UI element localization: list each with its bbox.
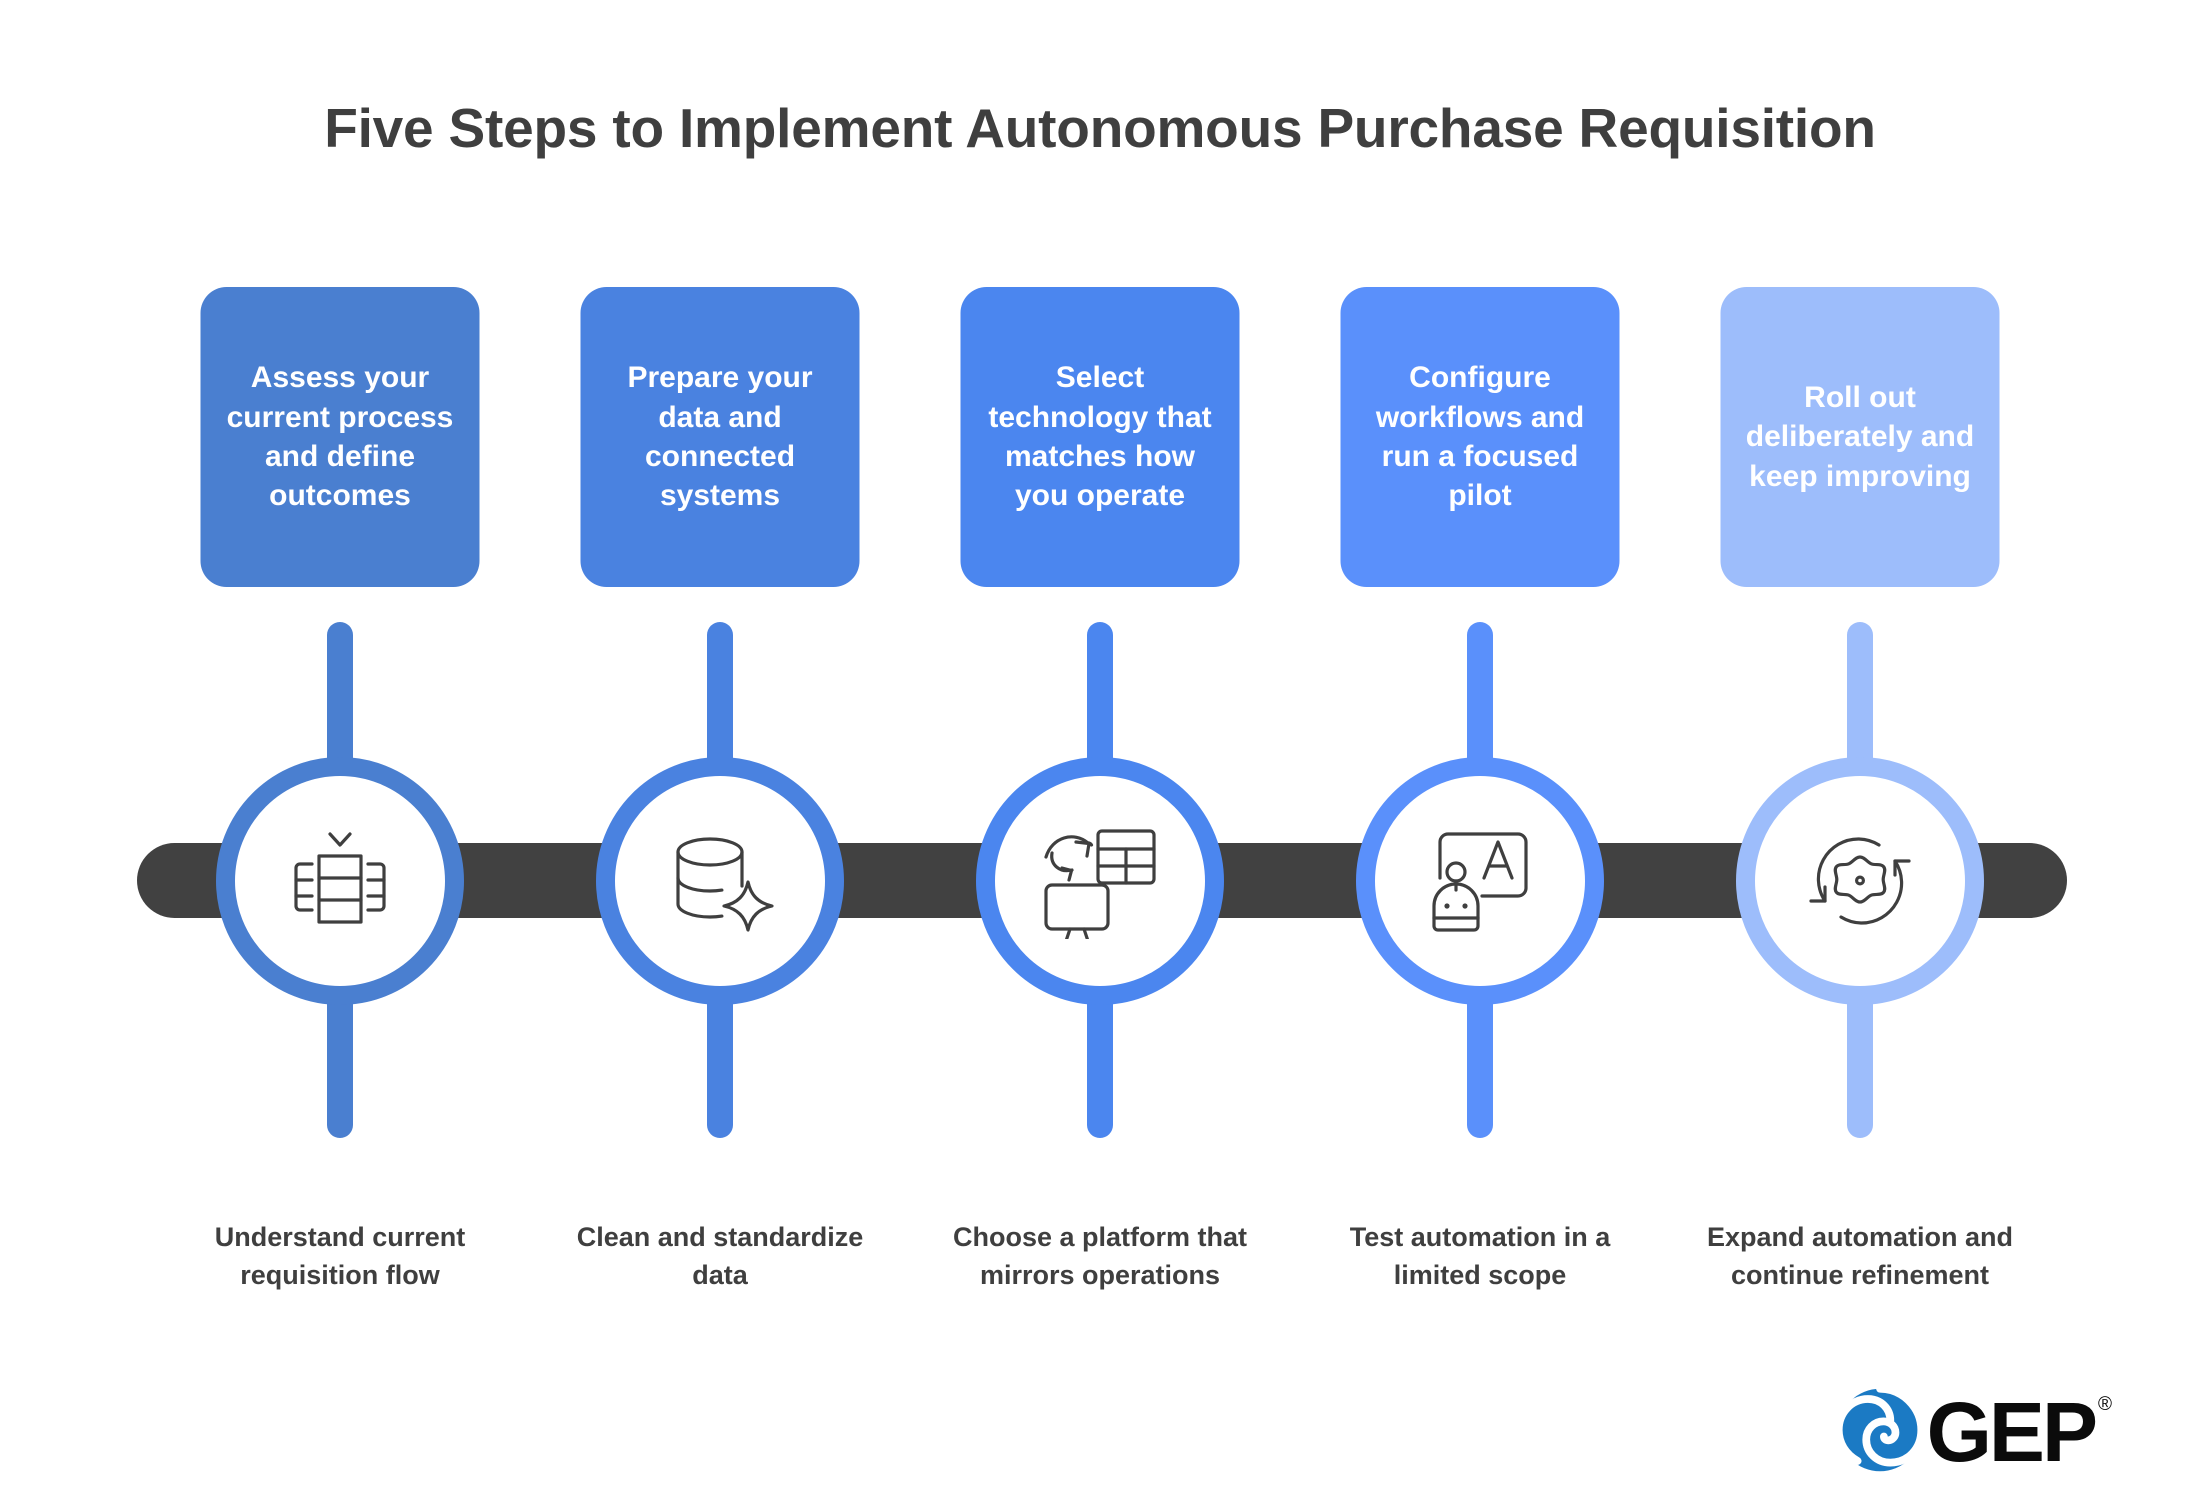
step-1-node[interactable] [216,757,464,1005]
page-title: Five Steps to Implement Autonomous Purch… [324,97,1876,159]
step-3: Select technology that matches how you o… [910,0,1290,1502]
step-1-connector-top [327,622,353,782]
process-table-check-icon [280,826,400,936]
step-4-connector-top [1467,622,1493,782]
steps-container: Assess your current process and define o… [150,0,2050,1502]
step-2: Prepare your data and connected systems … [530,0,910,1502]
monitor-table-sync-icon [1038,823,1162,939]
gep-swirl-icon [1834,1384,1925,1478]
step-1-caption: Understand current requisition flow [214,1222,466,1291]
step-2-card[interactable]: Prepare your data and connected systems [580,287,860,587]
gep-wordmark: GEP [1926,1385,2098,1479]
step-5-connector-top [1847,622,1873,782]
registered-trademark-icon: ® [2098,1394,2112,1415]
gear-refresh-icon [1803,825,1917,937]
step-5-card[interactable]: Roll out deliberately and keep improving [1720,287,2000,587]
step-1-card[interactable]: Assess your current process and define o… [200,287,480,587]
step-2-node[interactable] [596,757,844,1005]
step-3-connector-top [1087,622,1113,782]
step-4: Configure workflows and run a focused pi… [1290,0,1670,1502]
step-4-card[interactable]: Configure workflows and run a focused pi… [1340,287,1620,587]
step-1: Assess your current process and define o… [150,0,530,1502]
robot-screen-icon [1420,826,1540,936]
step-3-card[interactable]: Select technology that matches how you o… [960,287,1240,587]
step-4-caption: Test automation in a limited scope [1349,1222,1611,1291]
database-sparkle-icon [662,828,778,934]
step-3-node[interactable] [976,757,1224,1005]
step-5-caption: Expand automation and continue refinemen… [1706,1222,2014,1291]
step-4-node[interactable] [1356,757,1604,1005]
gep-logo: GEP ® [1834,1384,2112,1480]
step-5-node[interactable] [1736,757,1984,1005]
step-5: Roll out deliberately and keep improving… [1670,0,2050,1502]
step-2-connector-top [707,622,733,782]
step-3-caption: Choose a platform that mirrors operation… [952,1222,1248,1291]
step-2-caption: Clean and standardize data [576,1222,864,1291]
